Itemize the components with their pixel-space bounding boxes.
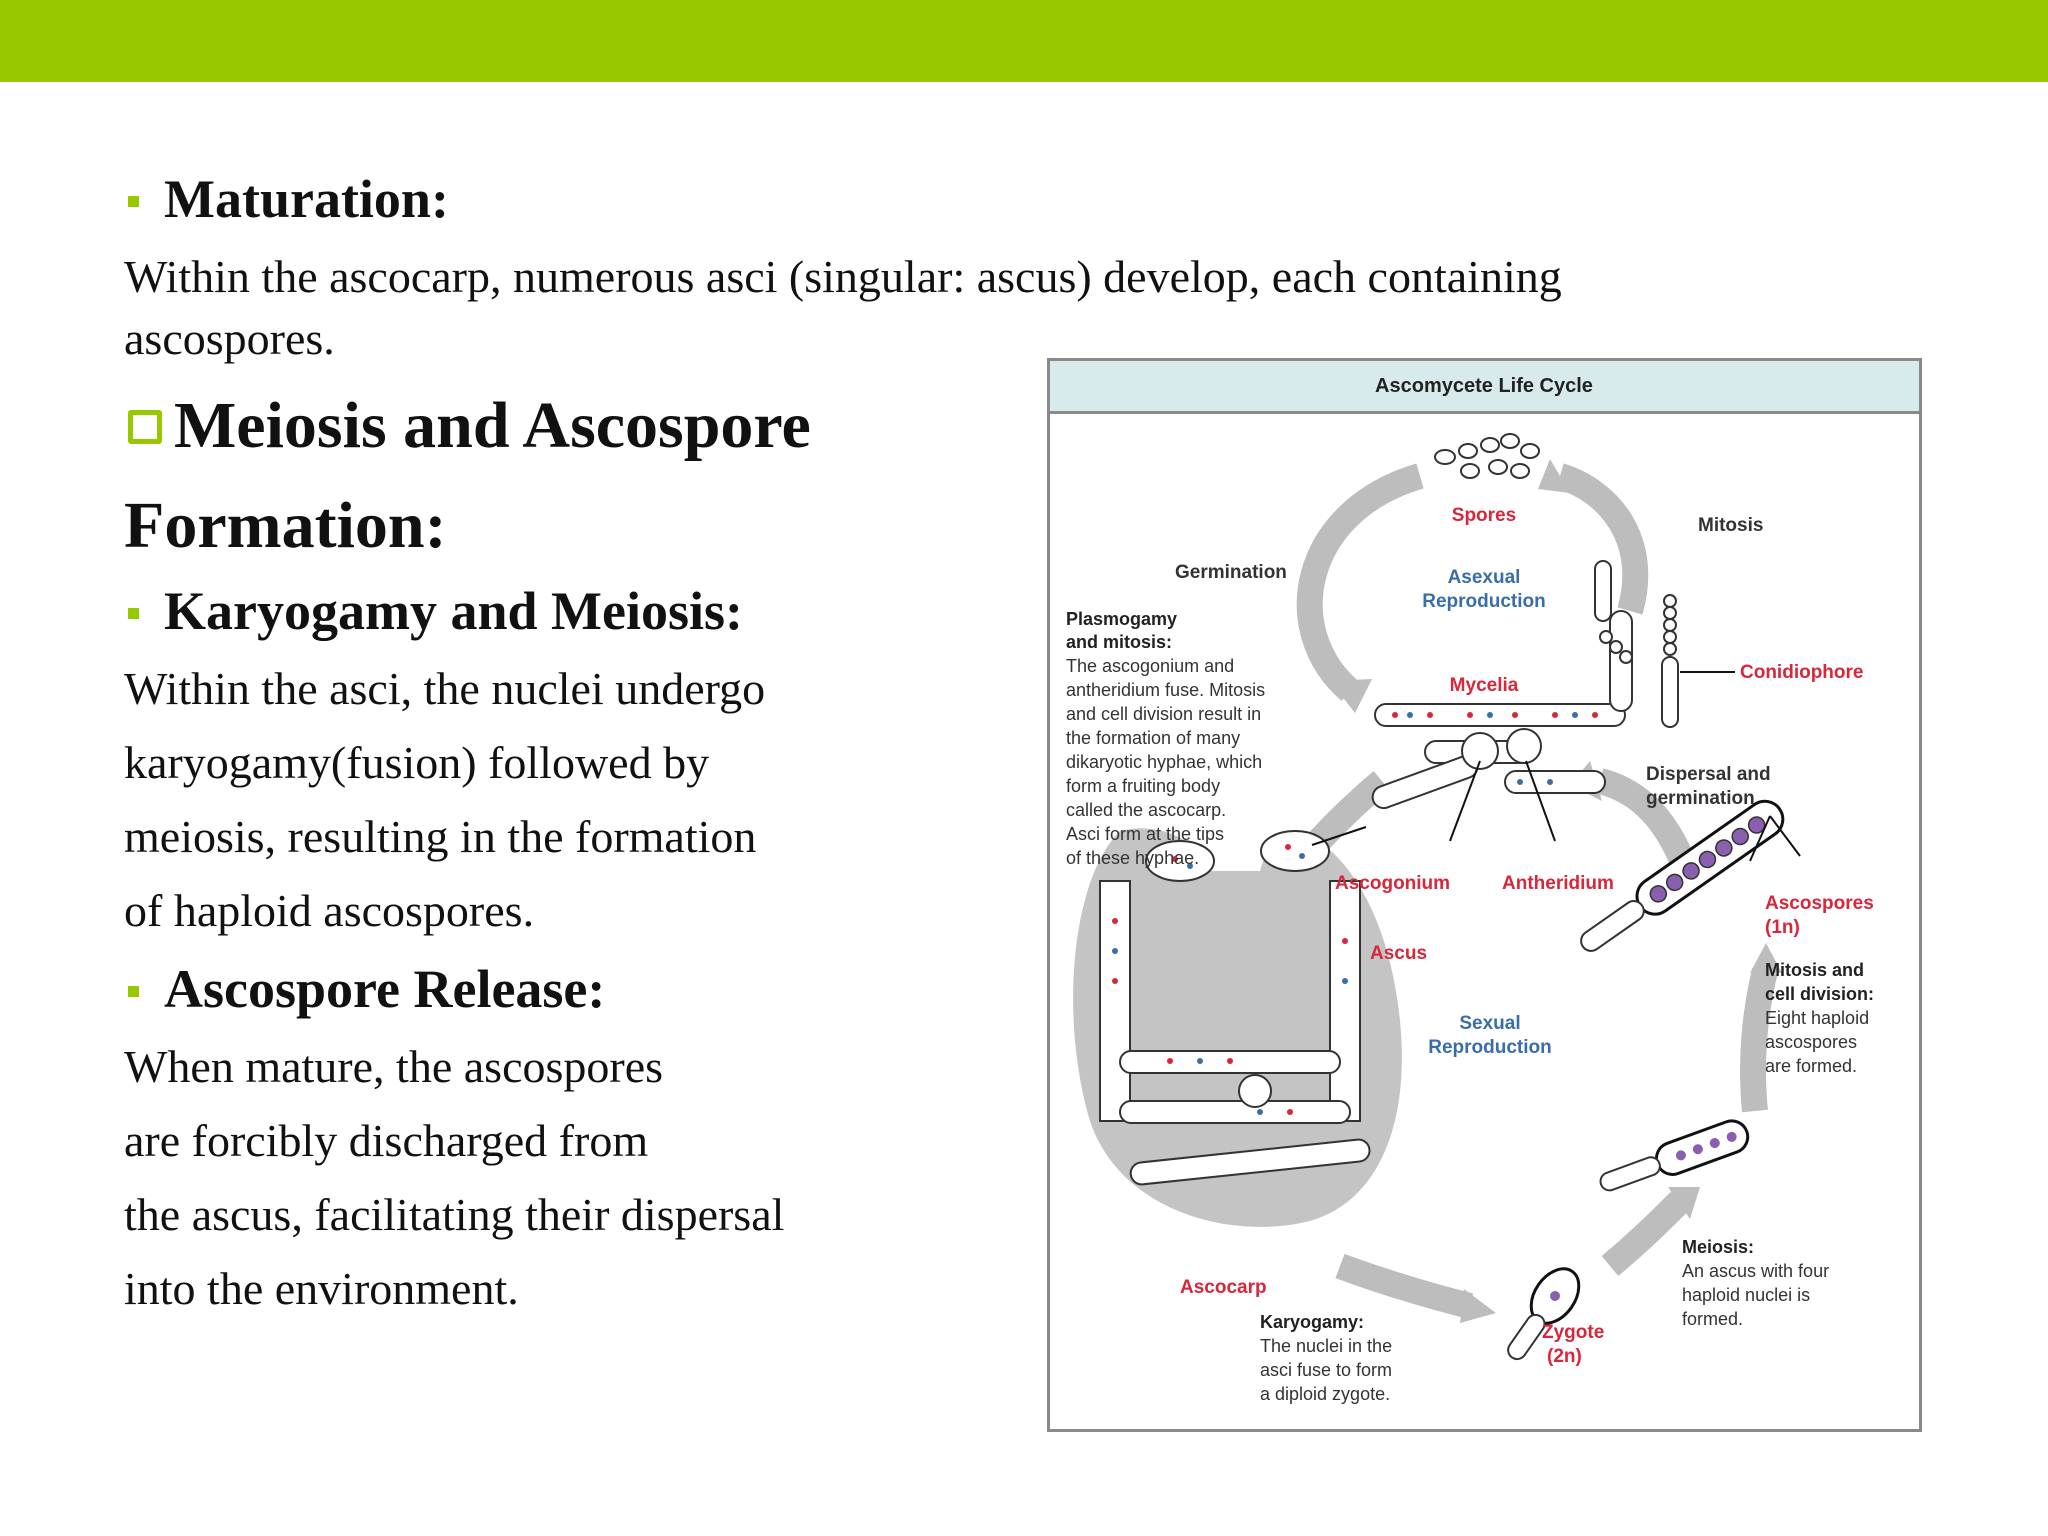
label-ascus: Ascus [1370, 943, 1427, 964]
label-ascospores: Ascospores [1765, 893, 1874, 914]
ascus-pointer [1311, 826, 1367, 846]
meiosis-body: formed. [1682, 1309, 1743, 1329]
plasmogamy-body: the formation of many [1066, 728, 1240, 748]
ascocarp-nuclei-red [1112, 844, 1348, 1115]
karyogamy-arrowhead [1460, 1289, 1496, 1323]
karyogamy-body: a diploid zygote. [1260, 1384, 1390, 1404]
ascospores-pointer-b [1769, 815, 1801, 857]
ascocarp-body [1073, 828, 1402, 1227]
antheridium-pointer [1525, 760, 1556, 842]
plasmogamy-body: and cell division result in [1066, 704, 1261, 724]
label-mycelia: Mycelia [1450, 675, 1519, 696]
spores-cluster [1434, 433, 1540, 479]
maturation-heading: Maturation: [164, 169, 449, 229]
label-dispersal: germination [1646, 788, 1755, 809]
meiosis-body: haploid nuclei is [1682, 1285, 1810, 1305]
diagram-title: Ascomycete Life Cycle [1375, 375, 1593, 397]
plasmogamy-body: Asci form at the tips [1066, 824, 1224, 844]
life-cycle-diagram: Ascomycete Life Cycle [1047, 358, 1922, 1432]
release-body-line: When mature, the ascospores [124, 1041, 664, 1092]
label-asexual: Asexual [1448, 567, 1521, 588]
label-zygote: Zygote [1542, 1322, 1604, 1343]
meiosis-ascus [1599, 1119, 1750, 1192]
plasmogamy-title: Plasmogamy [1066, 609, 1177, 629]
karyogamy-body: asci fuse to form [1260, 1360, 1392, 1380]
karyogamy-body-line: karyogamy(fusion) followed by [124, 737, 710, 788]
ascocarp-nuclei-blue [1112, 853, 1348, 1115]
bullet-square-icon [128, 196, 139, 207]
plasmogamy-body: The ascogonium and [1066, 656, 1234, 676]
karyogamy-arrow [1335, 1253, 1474, 1319]
label-spores: Spores [1452, 505, 1516, 526]
plasmogamy-body: form a fruiting body [1066, 776, 1220, 796]
hollow-square-bullet-icon [128, 410, 162, 444]
release-body-line: into the environment. [124, 1263, 519, 1314]
mitosis-cell-body: Eight haploid [1765, 1008, 1869, 1028]
karyogamy-body: The nuclei in the [1260, 1336, 1392, 1356]
karyogamy-title: Karyogamy: [1260, 1312, 1364, 1332]
label-mitosis: Mitosis [1698, 515, 1763, 536]
ascogonium-pointer [1449, 760, 1481, 842]
section-heading-continued: Formation: [124, 489, 447, 562]
label-antheridium: Antheridium [1502, 873, 1614, 894]
zygote-cell [1507, 1267, 1581, 1361]
label-asexual: Reproduction [1422, 591, 1546, 612]
plasmogamy-body: called the ascocarp. [1066, 800, 1226, 820]
plasmogamy-title: and mitosis: [1066, 632, 1172, 652]
bullet-square-icon [128, 608, 139, 619]
label-sexual: Reproduction [1428, 1037, 1552, 1058]
plasmogamy-body: antheridium fuse. Mitosis [1066, 680, 1265, 700]
ascocarp-hyphae [1099, 880, 1371, 1186]
diagram-canvas: Ascomycete Life Cycle [1066, 375, 1874, 1404]
release-heading: Ascospore Release: [164, 959, 606, 1019]
meiosis-body: An ascus with four [1682, 1261, 1829, 1281]
label-dispersal: Dispersal and [1646, 764, 1771, 785]
mitosis-arrowhead [1538, 459, 1570, 493]
label-germination: Germination [1175, 562, 1287, 583]
section-heading: Meiosis and Ascospore [174, 389, 811, 462]
plasmogamy-body: dikaryotic hyphae, which [1066, 752, 1262, 772]
mitosis-cell-arrow [1740, 967, 1778, 1113]
ascus-left [1145, 840, 1215, 882]
meiosis-arrow [1601, 1191, 1690, 1276]
label-ascospores: (1n) [1765, 917, 1800, 938]
antheridium-cell [1506, 728, 1542, 764]
mycelia-nuclei-blue [1407, 712, 1578, 785]
karyogamy-body-line: of haploid ascospores. [124, 885, 535, 936]
release-body-line: are forcibly discharged from [124, 1115, 649, 1166]
diagram-header [1050, 361, 1919, 414]
release-body-line: the ascus, facilitating their dispersal [124, 1189, 785, 1240]
mitosis-cell-title: Mitosis and [1765, 960, 1864, 980]
mitosis-arrow [1555, 463, 1649, 615]
karyogamy-body-line: Within the asci, the nuclei undergo [124, 663, 766, 714]
ascospores-pointer-a [1749, 815, 1771, 862]
label-ascogonium: Ascogonium [1335, 873, 1450, 894]
plasmogamy-body: of these hyphae. [1066, 848, 1199, 868]
ascogonium-cell [1461, 732, 1499, 770]
top-accent-bar [0, 0, 2048, 82]
label-conidiophore: Conidiophore [1740, 662, 1863, 683]
mitosis-cell-body: are formed. [1765, 1056, 1857, 1076]
label-ascocarp: Ascocarp [1180, 1277, 1267, 1298]
germination-arrow [1296, 463, 1424, 701]
mitosis-cell-title: cell division: [1765, 984, 1874, 1004]
ascospores-ascus [1580, 799, 1785, 952]
meiosis-title: Meiosis: [1682, 1237, 1754, 1257]
meiosis-arrowhead [1668, 1187, 1700, 1219]
germination-arrowhead [1330, 679, 1372, 713]
karyogamy-heading: Karyogamy and Meiosis: [164, 581, 743, 641]
maturation-body-line: ascospores. [124, 313, 335, 364]
ascus-right [1260, 830, 1330, 872]
bullet-square-icon [128, 986, 139, 997]
karyogamy-body-line: meiosis, resulting in the formation [124, 811, 757, 862]
label-zygote: (2n) [1547, 1346, 1582, 1367]
conidiophore-chain [1599, 594, 1679, 728]
maturation-body-line: Within the ascocarp, numerous asci (sing… [124, 251, 1562, 302]
mitosis-cell-body: ascospores [1765, 1032, 1857, 1052]
label-sexual: Sexual [1459, 1013, 1520, 1034]
mitosis-cell-arrowhead [1750, 943, 1782, 973]
